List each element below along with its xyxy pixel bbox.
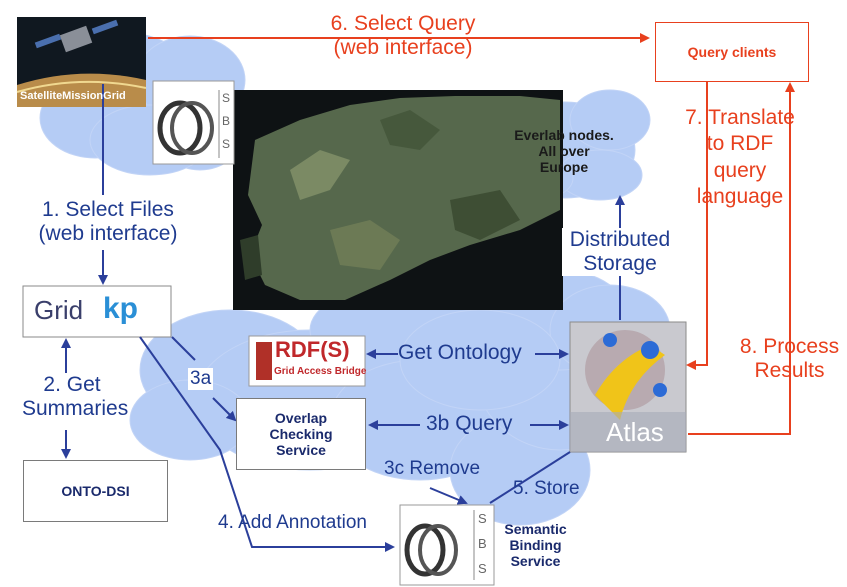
sbs-bottom-letter-b: B <box>478 536 487 551</box>
everlab-line-2: All over <box>538 143 590 159</box>
semantic-line-1: Semantic <box>504 521 567 537</box>
label-5-store: 5. Store <box>513 478 580 499</box>
summaries-line-1: 2. Get <box>43 373 101 396</box>
translate-line-4: language <box>696 184 784 208</box>
label-process-results: 8. Process Results <box>732 335 847 383</box>
rdfs-logo-mark <box>256 342 272 380</box>
atlas-image <box>569 321 687 453</box>
sbs-letter-b: B <box>222 114 231 128</box>
label-get-ontology: Get Ontology <box>398 341 522 364</box>
label-step-3a: 3a <box>188 368 214 390</box>
sbs-letter-s1: S <box>222 91 231 105</box>
sbs-bottom-letter-s2: S <box>478 561 487 576</box>
satellite-image <box>16 17 147 107</box>
label-4-add-annotation: 4. Add Annotation <box>218 512 367 533</box>
onto-dsi-label: ONTO-DSI <box>61 483 130 499</box>
rdfs-subtitle: Grid Access Bridge <box>274 366 367 377</box>
label-select-query: 6. Select Query (web interface) <box>323 12 483 60</box>
semantic-line-3: Service <box>510 553 561 569</box>
label-3b-query: 3b Query <box>426 412 513 435</box>
distributed-line-2: Storage <box>583 252 657 276</box>
select-files-line-2: (web interface) <box>38 222 178 246</box>
gridkp-kp-text: kp <box>103 292 139 325</box>
summaries-line-2: Summaries <box>22 397 129 421</box>
overlap-line-2: Checking <box>269 426 333 442</box>
translate-line-2: to RDF <box>706 132 774 156</box>
everlab-line-1: Everlab nodes. <box>514 127 614 143</box>
europe-map <box>233 90 563 310</box>
semantic-line-2: Binding <box>509 537 562 553</box>
label-get-summaries: 2. Get Summaries <box>22 373 129 422</box>
process-line-2: Results <box>754 359 825 383</box>
overlap-line-1: Overlap <box>274 410 328 426</box>
label-select-files: 1. Select Files (web interface) <box>28 198 188 246</box>
atlas-text: Atlas <box>606 417 664 447</box>
semantic-binding-box: Semantic Binding Service <box>494 505 577 585</box>
select-query-line-2: (web interface) <box>333 36 473 60</box>
rdfs-title: RDF(S) <box>275 337 350 362</box>
query-clients-label: Query clients <box>687 44 777 60</box>
onto-dsi-box: ONTO-DSI <box>23 460 168 522</box>
query-clients-box: Query clients <box>655 22 809 82</box>
arrow-3c-remove <box>429 487 468 505</box>
gridkp-grid-text: Grid <box>34 295 84 325</box>
sbs-logo-top <box>152 80 235 165</box>
line-3a-upper <box>171 336 196 361</box>
process-line-1: 8. Process <box>739 335 840 358</box>
select-files-line-1: 1. Select Files <box>42 198 174 221</box>
arrow-translate <box>686 82 708 370</box>
arrow-process-results <box>688 82 795 435</box>
translate-line-3: query <box>713 158 767 182</box>
gridkp-logo-box <box>22 285 172 338</box>
sbs-letter-s2: S <box>222 137 231 151</box>
select-query-line-1: 6. Select Query <box>330 12 476 35</box>
sbs-logo-bottom <box>399 504 495 586</box>
everlab-nodes-cloud-text: Everlab nodes. All over Europe <box>508 112 620 190</box>
arrow-3a <box>212 397 237 422</box>
overlap-checking-box: Overlap Checking Service <box>236 398 366 470</box>
translate-line-1: 7. Translate <box>685 106 795 129</box>
satellite-caption: SatelliteMissionGrid <box>20 90 126 102</box>
overlap-line-3: Service <box>276 442 326 458</box>
label-distributed-storage: Distributed Storage <box>562 228 678 277</box>
distributed-line-1: Distributed <box>569 228 671 251</box>
everlab-line-3: Europe <box>539 159 589 175</box>
red-arrows <box>148 33 795 435</box>
sbs-bottom-letter-s1: S <box>478 511 487 526</box>
arrow-add-annotation <box>139 336 395 552</box>
label-translate: 7. Translate to RDF query language <box>665 105 815 210</box>
label-3c-remove: 3c Remove <box>384 458 481 479</box>
line-store <box>489 451 571 504</box>
